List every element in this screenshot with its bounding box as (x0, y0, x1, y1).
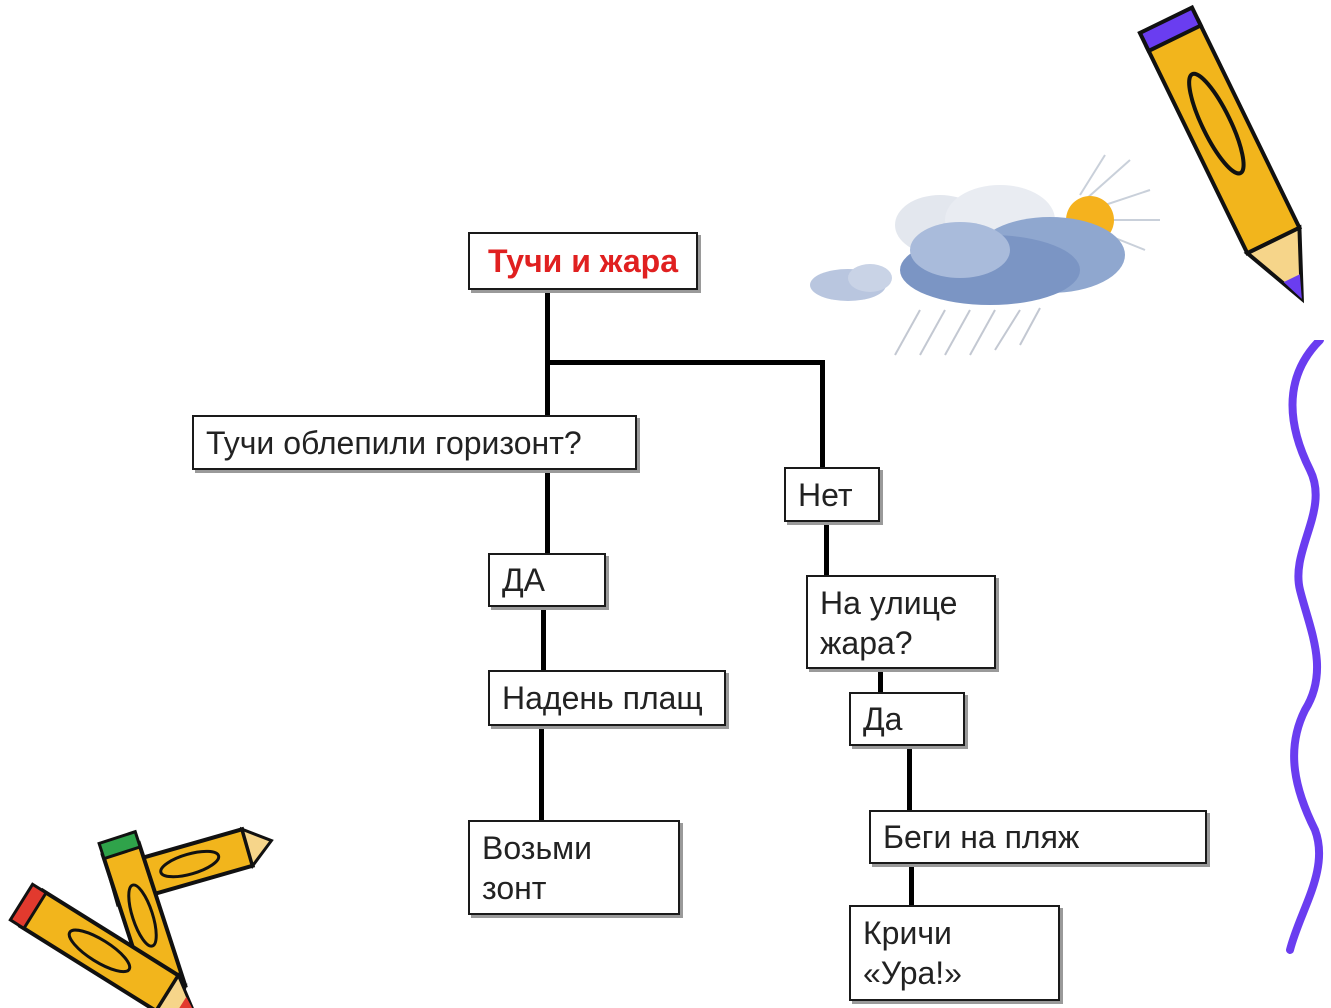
pencil-icon (1137, 4, 1304, 304)
wavy-line (1286, 340, 1324, 954)
action-node-umbrella: Возьми зонт (468, 820, 680, 915)
connector-branch-right-down (820, 360, 825, 468)
connector-q2-yes (878, 669, 883, 693)
answer-node-yes-1: ДА (488, 553, 606, 607)
action-node-beach: Беги на пляж (869, 810, 1207, 864)
connector-yes-action3 (907, 746, 912, 810)
connector-no-q2 (824, 522, 829, 576)
question-node-heat: На улице жара? (806, 575, 996, 669)
connector-yes-action1 (541, 607, 546, 671)
question-node-clouds: Тучи облепили горизонт? (192, 415, 637, 470)
cloud-sun-rain-icon (810, 154, 1160, 356)
connector-action3-action4 (909, 864, 914, 906)
connector-root-down (545, 290, 550, 442)
answer-node-yes-2: Да (849, 692, 965, 746)
connector-action1-action2 (539, 726, 544, 822)
action-node-hooray: Кричи «Ура!» (849, 905, 1060, 1001)
root-node: Тучи и жара (468, 232, 698, 290)
action-node-raincoat: Надень плащ (488, 670, 726, 726)
answer-node-no: Нет (784, 467, 880, 522)
crossed-pencils-icon (8, 826, 274, 1008)
connector-q1-yes (545, 470, 550, 554)
connector-branch-horizontal (545, 360, 825, 365)
